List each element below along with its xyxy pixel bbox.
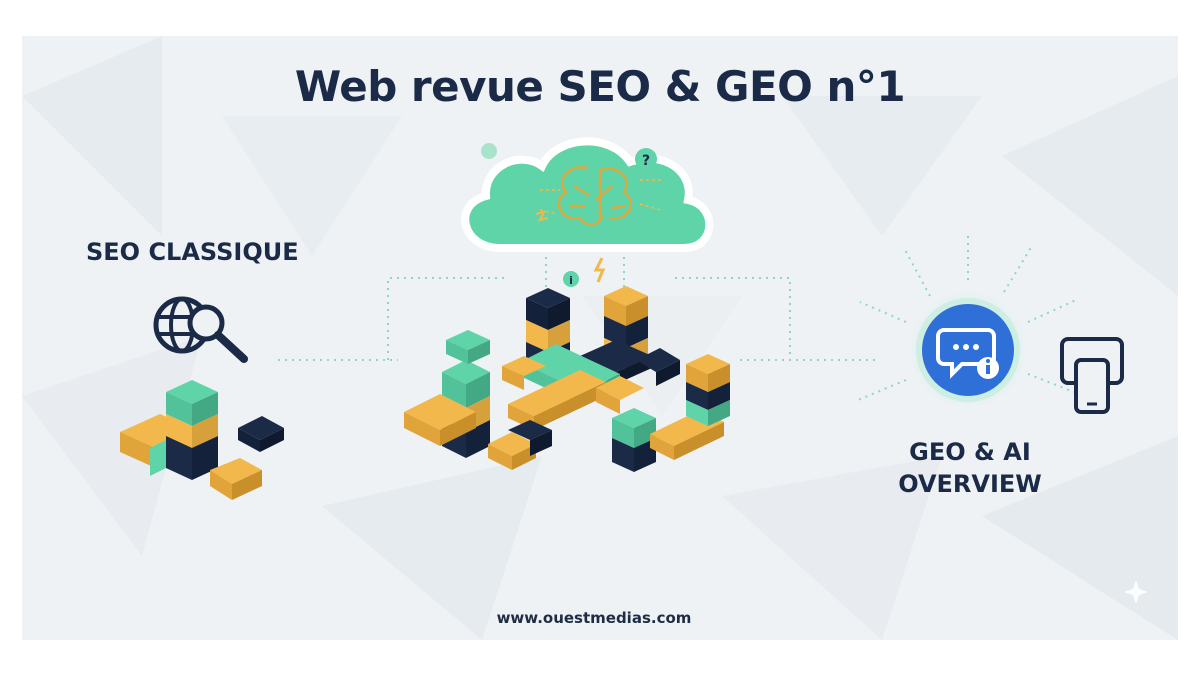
geo-label-line2: OVERVIEW — [898, 470, 1042, 498]
lightning-icon — [593, 257, 606, 283]
chat-info-icon — [906, 288, 1030, 412]
footer-url[interactable]: www.ouestmedias.com — [496, 609, 692, 627]
geo-rays — [857, 234, 1077, 401]
geo-ai-overview-label: GEO & AI OVERVIEW — [880, 436, 1060, 500]
sparkle-icon — [1124, 580, 1148, 604]
left-block-pile — [120, 380, 284, 500]
connector-lines — [278, 250, 875, 361]
geo-label-line1: GEO & AI — [909, 438, 1031, 466]
info-mark-text: i — [569, 274, 573, 287]
center-block-structure — [404, 286, 730, 472]
tablet-phone-icon — [1060, 337, 1124, 414]
question-mark-text: ? — [642, 153, 650, 169]
cloud-brain-icon — [461, 137, 714, 252]
globe-magnifier-icon — [153, 296, 248, 363]
page-title: Web revue SEO & GEO n°1 — [294, 62, 906, 111]
floating-nodes: ? i — [481, 143, 657, 287]
seo-classique-label: SEO CLASSIQUE — [86, 238, 299, 266]
